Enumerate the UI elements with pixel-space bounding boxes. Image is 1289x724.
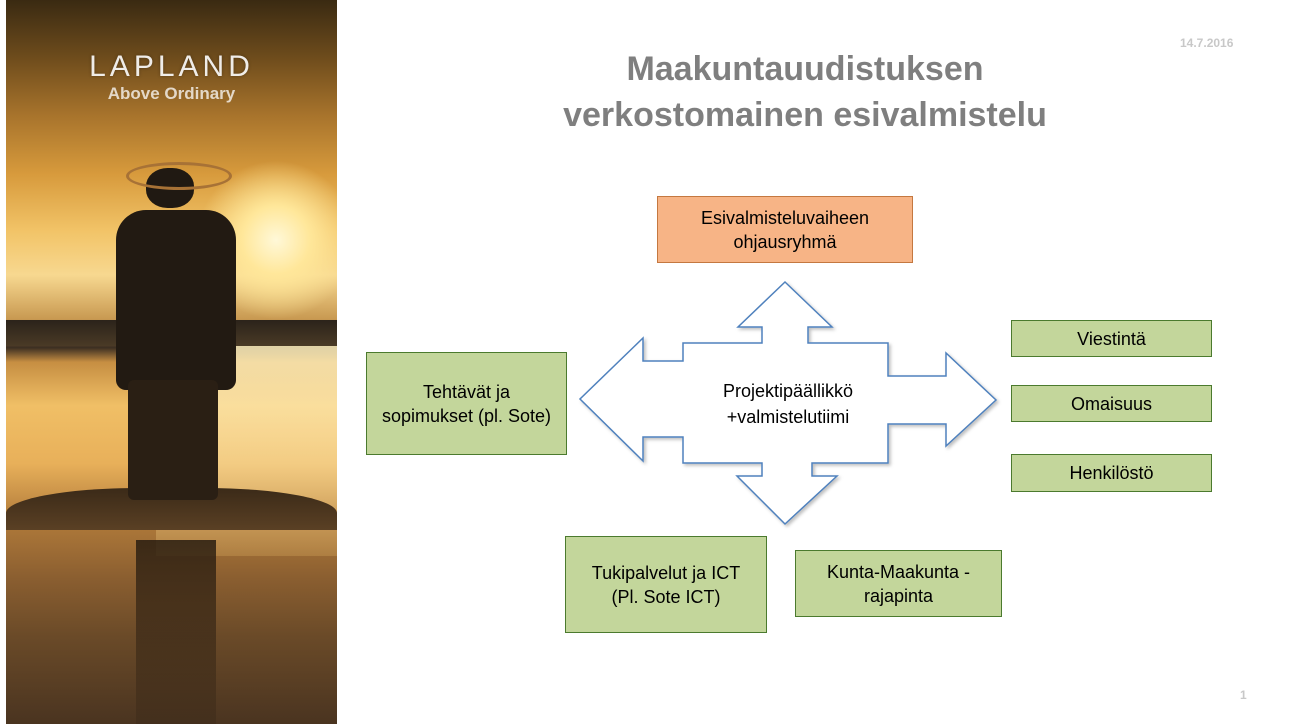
communication-label: Viestintä — [1077, 328, 1146, 349]
arrow-shape — [578, 280, 998, 526]
center-line-1: Projektipäällikkö — [722, 381, 854, 401]
brand-name: LAPLAND — [89, 50, 254, 83]
support-services-label: Tukipalvelut ja ICT (Pl. Sote ICT) — [591, 562, 741, 607]
communication-box: Viestintä — [1011, 320, 1212, 357]
person-hat — [126, 162, 232, 190]
lapland-photo: LAPLAND Above Ordinary — [6, 0, 337, 724]
property-box: Omaisuus — [1011, 385, 1212, 422]
support-services-box: Tukipalvelut ja ICT (Pl. Sote ICT) — [565, 536, 767, 633]
personnel-box: Henkilöstö — [1011, 454, 1212, 492]
slide-date: 14.7.2016 — [1180, 36, 1234, 50]
steering-group-label: Esivalmisteluvaiheen ohjausryhmä — [700, 207, 870, 252]
steering-group-box: Esivalmisteluvaiheen ohjausryhmä — [657, 196, 913, 263]
municipal-interface-label: Kunta-Maakunta -rajapinta — [826, 561, 971, 606]
municipal-interface-box: Kunta-Maakunta -rajapinta — [795, 550, 1002, 617]
property-label: Omaisuus — [1070, 393, 1153, 414]
person-reflection — [136, 540, 216, 724]
brand-logo: LAPLAND Above Ordinary — [6, 50, 337, 104]
slide-title: Maakuntauudistuksen verkostomainen esiva… — [480, 46, 1130, 138]
center-line-2: +valmistelutiimi — [726, 407, 850, 427]
center-label: Projektipäällikkö +valmistelutiimi — [688, 378, 888, 430]
tasks-label: Tehtävät ja sopimukset (pl. Sote) — [381, 381, 552, 426]
title-line-1: Maakuntauudistuksen — [626, 50, 984, 88]
personnel-label: Henkilöstö — [1069, 463, 1154, 483]
person-silhouette — [116, 210, 236, 390]
title-line-2: verkostomainen esivalmistelu — [563, 96, 1047, 134]
brand-tagline: Above Ordinary — [107, 84, 236, 103]
tasks-box: Tehtävät ja sopimukset (pl. Sote) — [366, 352, 567, 455]
person-legs — [128, 380, 218, 500]
page-number: 1 — [1240, 688, 1247, 702]
